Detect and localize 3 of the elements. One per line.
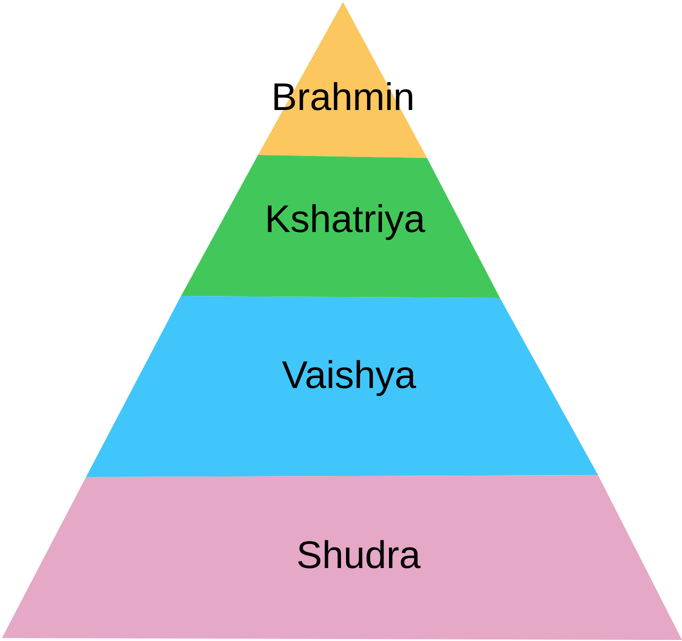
pyramid-tier: Shudra <box>2 475 682 640</box>
pyramid-tier: Kshatriya <box>181 155 500 298</box>
pyramid-tier: Vaishya <box>86 296 598 477</box>
